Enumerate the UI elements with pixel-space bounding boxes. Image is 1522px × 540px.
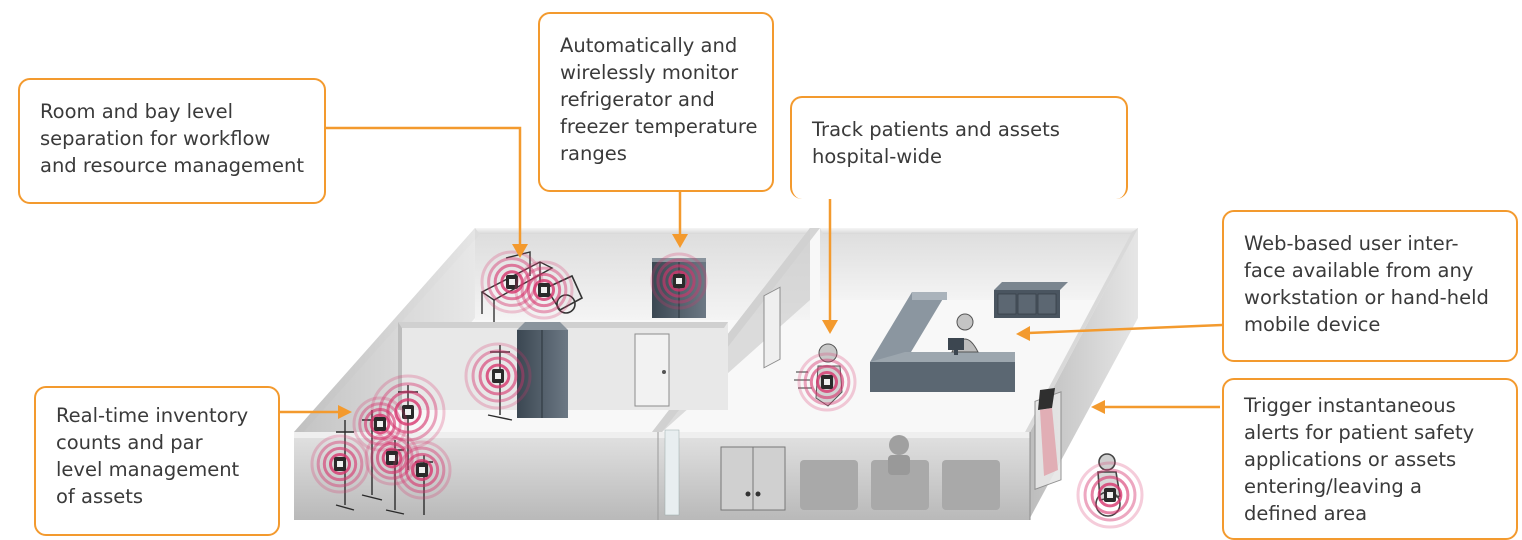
signal-ring-icon xyxy=(364,430,420,486)
callout-room-bay: Room and bay level separation for workfl… xyxy=(18,78,326,204)
callout-line: level management xyxy=(56,458,240,481)
callout-track: Track patients and assets hospital-wide xyxy=(790,96,1128,199)
callout-line: Room and bay level xyxy=(40,100,234,123)
callout-web-ui: Web-based user inter- face available fro… xyxy=(1222,210,1518,362)
supply-cabinet xyxy=(517,322,568,418)
signal-ring-icon xyxy=(514,260,574,320)
callout-arrows xyxy=(280,126,1223,414)
callout-fridge: Automatically and wirelessly monitor ref… xyxy=(538,12,774,192)
arrow-web-ui xyxy=(1027,323,1223,335)
back-wall-right xyxy=(820,228,1138,300)
signal-ring-icon xyxy=(797,352,857,412)
signal-ring-icon xyxy=(310,434,370,494)
callout-line: and resource management xyxy=(40,154,305,177)
door-icon xyxy=(634,333,670,407)
callout-line: Track patients and assets xyxy=(812,118,1060,141)
callout-line: Automatically and xyxy=(560,34,738,57)
callout-inventory: Real-time inventory counts and par level… xyxy=(34,386,280,536)
sensor-icon xyxy=(1034,388,1062,490)
signal-ring-icon xyxy=(480,250,544,314)
iv-pole-icon xyxy=(335,345,513,515)
callout-alerts: Trigger instantaneous alerts for patient… xyxy=(1222,378,1518,540)
signal-ring-icon xyxy=(1076,461,1144,529)
callout-line: wirelessly monitor xyxy=(560,61,739,84)
callout-line: ranges xyxy=(560,142,627,165)
arrow-room-bay xyxy=(325,126,522,248)
double-door-icon xyxy=(720,446,786,511)
signal-ring-icon xyxy=(464,342,532,410)
signal-ring-icon xyxy=(352,396,408,452)
callout-line: alerts for patient safety xyxy=(1244,421,1475,444)
monitor-icon xyxy=(948,338,964,355)
door-icon xyxy=(763,286,781,369)
callout-line: hospital-wide xyxy=(812,145,943,168)
callout-line: freezer temperature xyxy=(560,115,758,138)
callout-line: mobile device xyxy=(1244,313,1381,336)
callout-line: separation for workflow xyxy=(40,127,271,150)
callout-line: applications or assets xyxy=(1244,448,1457,471)
nurse-station xyxy=(870,292,1015,392)
storage-cabinet xyxy=(994,282,1068,318)
callout-line: of assets xyxy=(56,485,144,508)
callout-line: workstation or hand-held xyxy=(1244,286,1489,309)
signal-ring-icon xyxy=(392,440,452,500)
arrowheads xyxy=(338,234,1105,419)
callout-line: counts and par xyxy=(56,431,203,454)
callout-line: defined area xyxy=(1244,502,1368,525)
callout-line: Real-time inventory xyxy=(56,404,249,427)
callout-line: entering/leaving a xyxy=(1244,475,1422,498)
signal-ring-icon xyxy=(650,252,708,310)
waiting-chairs xyxy=(800,435,1000,510)
callout-line: face available from any xyxy=(1244,259,1474,282)
callout-line: refrigerator and xyxy=(560,88,715,111)
signal-rings xyxy=(310,250,1144,529)
callout-line: Trigger instantaneous xyxy=(1244,394,1456,417)
callout-line: Web-based user inter- xyxy=(1244,232,1459,255)
